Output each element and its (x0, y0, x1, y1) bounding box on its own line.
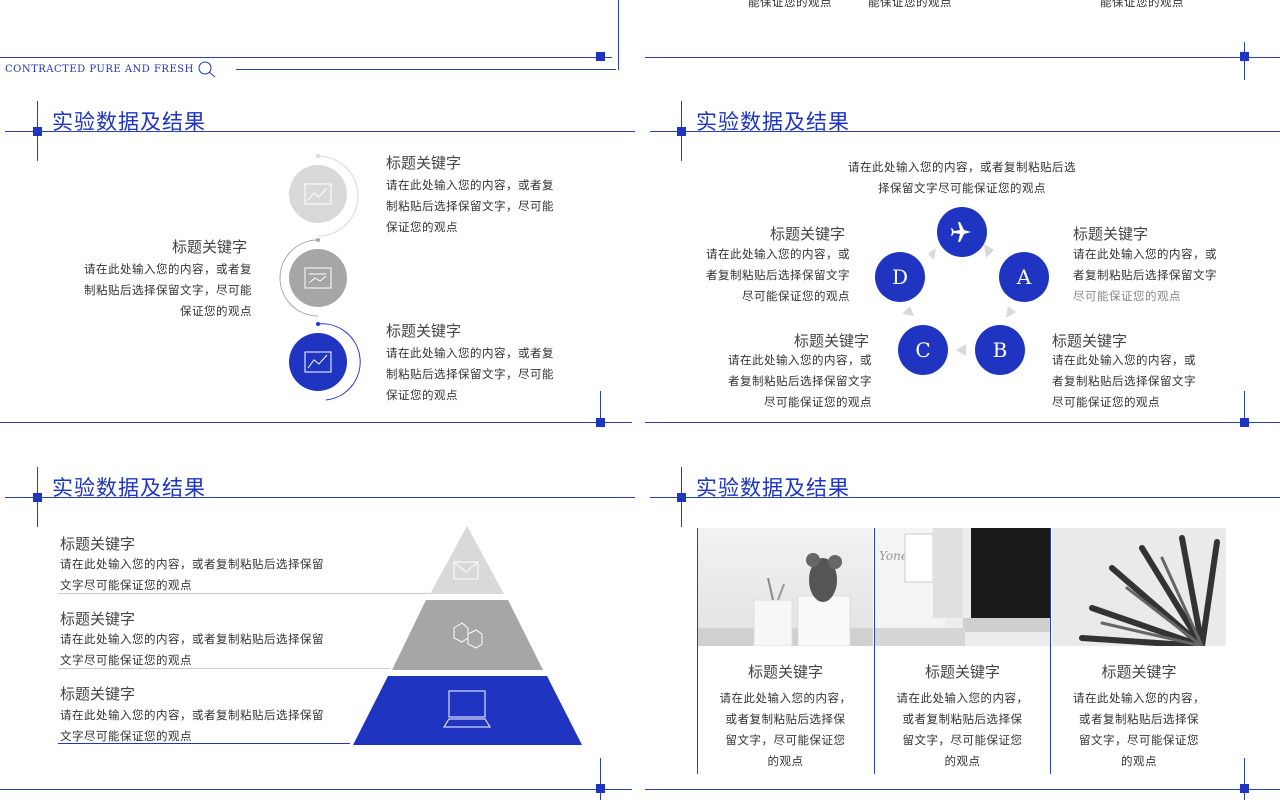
cycle-node-plane (937, 207, 987, 257)
corner-square (1240, 784, 1249, 793)
chart-circle-1 (289, 165, 347, 223)
slide-title: 实验数据及结果 (696, 476, 850, 500)
cycle-node-c: C (898, 325, 948, 375)
presentation-icon (304, 267, 332, 289)
frame-line (618, 0, 619, 70)
photo-palm-leaf (1052, 528, 1226, 646)
photo-laptop: Yone (875, 528, 1050, 646)
tagline: CONTRACTED PURE AND FRESH (5, 64, 194, 75)
item-text: 请在此处输入您的内容，或者复制粘贴后选择保留文字尽可能保证您的观点 (728, 353, 872, 409)
item-heading: 标题关键字 (60, 685, 136, 703)
frame-line (0, 422, 632, 423)
slide-title: 实验数据及结果 (52, 110, 206, 134)
item-text: 请在此处输入您的内容，或者复制粘贴后选择保留文字尽可能保证您的观点 (60, 632, 324, 667)
frame-line (645, 57, 1280, 58)
svg-text:Yone: Yone (879, 549, 908, 563)
partial-text-3: 能保证您的观点 (1100, 0, 1184, 9)
cycle-node-b: B (975, 325, 1025, 375)
laptop-illustration: Yone (875, 528, 1050, 646)
divider (58, 668, 390, 669)
item-heading: 标题关键字 (1073, 225, 1149, 243)
card-heading: 标题关键字 (1101, 663, 1177, 681)
divider (58, 593, 430, 594)
frame-line (645, 422, 1280, 423)
card-border (697, 528, 698, 774)
cycle-arrows (902, 244, 1016, 356)
card-border (1050, 528, 1051, 774)
card-heading: 标题关键字 (924, 663, 1000, 681)
title-underline (5, 497, 635, 498)
slide-title: 实验数据及结果 (696, 110, 850, 134)
corner-square (596, 418, 605, 427)
area-chart-icon (304, 351, 332, 373)
item-text: 请在此处输入您的内容，或者复制粘贴后选择保留文字，尽可能保证您的观点 (386, 346, 554, 402)
airplane-icon (951, 222, 971, 242)
frame-line (0, 789, 632, 790)
item-heading: 标题关键字 (60, 535, 136, 553)
cycle-node-a: A (999, 252, 1049, 302)
timeline-graphic (279, 154, 361, 401)
item-heading: 标题关键字 (794, 332, 870, 350)
frame-line (645, 789, 1280, 790)
frame-line (1244, 758, 1245, 800)
item-heading: 标题关键字 (386, 322, 462, 340)
item-text: 请在此处输入您的内容，或者复制粘贴后选择保留文字，尽可能保证您的观点 (386, 178, 554, 234)
corner-square (596, 52, 605, 61)
corner-square (1240, 52, 1249, 61)
item-text: 请在此处输入您的内容，或者复制粘贴后选择保留文字尽可能保证您的观点 (1073, 247, 1217, 303)
title-underline (650, 497, 1280, 498)
frame-line (0, 57, 612, 58)
link-icon (453, 622, 483, 649)
cycle-node-d: D (875, 252, 925, 302)
mail-icon (453, 561, 479, 580)
card-text: 请在此处输入您的内容，或者复制粘贴后选择保留文字，尽可能保证您的观点 (1073, 691, 1205, 768)
divider (58, 743, 350, 744)
card-text: 请在此处输入您的内容，或者复制粘贴后选择保留文字，尽可能保证您的观点 (719, 691, 852, 768)
item-heading: 标题关键字 (386, 154, 462, 172)
slide-title: 实验数据及结果 (52, 476, 206, 500)
intro-text: 请在此处输入您的内容，或者复制粘贴后选择保留文字尽可能保证您的观点 (848, 160, 1076, 195)
palm-leaf-illustration (1079, 535, 1220, 646)
item-text: 请在此处输入您的内容，或者复制粘贴后选择保留文字尽可能保证您的观点 (1052, 353, 1196, 409)
item-text: 请在此处输入您的内容，或者复制粘贴后选择保留文字尽可能保证您的观点 (60, 708, 324, 743)
chart-circle-3 (289, 333, 347, 391)
corner-square (596, 784, 605, 793)
item-heading: 标题关键字 (172, 238, 248, 256)
chart-circle-2 (289, 249, 347, 307)
item-heading: 标题关键字 (60, 610, 136, 628)
item-text: 请在此处输入您的内容，或者复制粘贴后选择保留文字尽可能保证您的观点 (706, 247, 850, 303)
title-underline (5, 131, 635, 132)
partial-text-1: 能保证您的观点 (748, 0, 832, 9)
corner-square (1240, 418, 1249, 427)
laptop-icon (443, 690, 491, 728)
frame-line (600, 391, 601, 427)
item-text: 请在此处输入您的内容，或者复制粘贴后选择保留文字，尽可能保证您的观点 (84, 262, 252, 318)
photo-desk-figurine (698, 528, 873, 646)
figurine-illustration (698, 553, 873, 646)
frame-line (1244, 391, 1245, 427)
item-text: 请在此处输入您的内容，或者复制粘贴后选择保留文字尽可能保证您的观点 (60, 557, 324, 592)
card-border (874, 528, 875, 774)
partial-text-2: 能保证您的观点 (868, 0, 952, 9)
item-heading: 标题关键字 (1052, 332, 1128, 350)
line-chart-icon (304, 183, 332, 205)
frame-line (600, 758, 601, 800)
tagline-line (236, 69, 616, 70)
search-icon (198, 61, 216, 78)
card-heading: 标题关键字 (747, 663, 823, 681)
title-underline (650, 131, 1280, 132)
card-text: 请在此处输入您的内容，或者复制粘贴后选择保留文字，尽可能保证您的观点 (896, 691, 1029, 768)
frame-line (1244, 42, 1245, 80)
item-heading: 标题关键字 (770, 225, 846, 243)
